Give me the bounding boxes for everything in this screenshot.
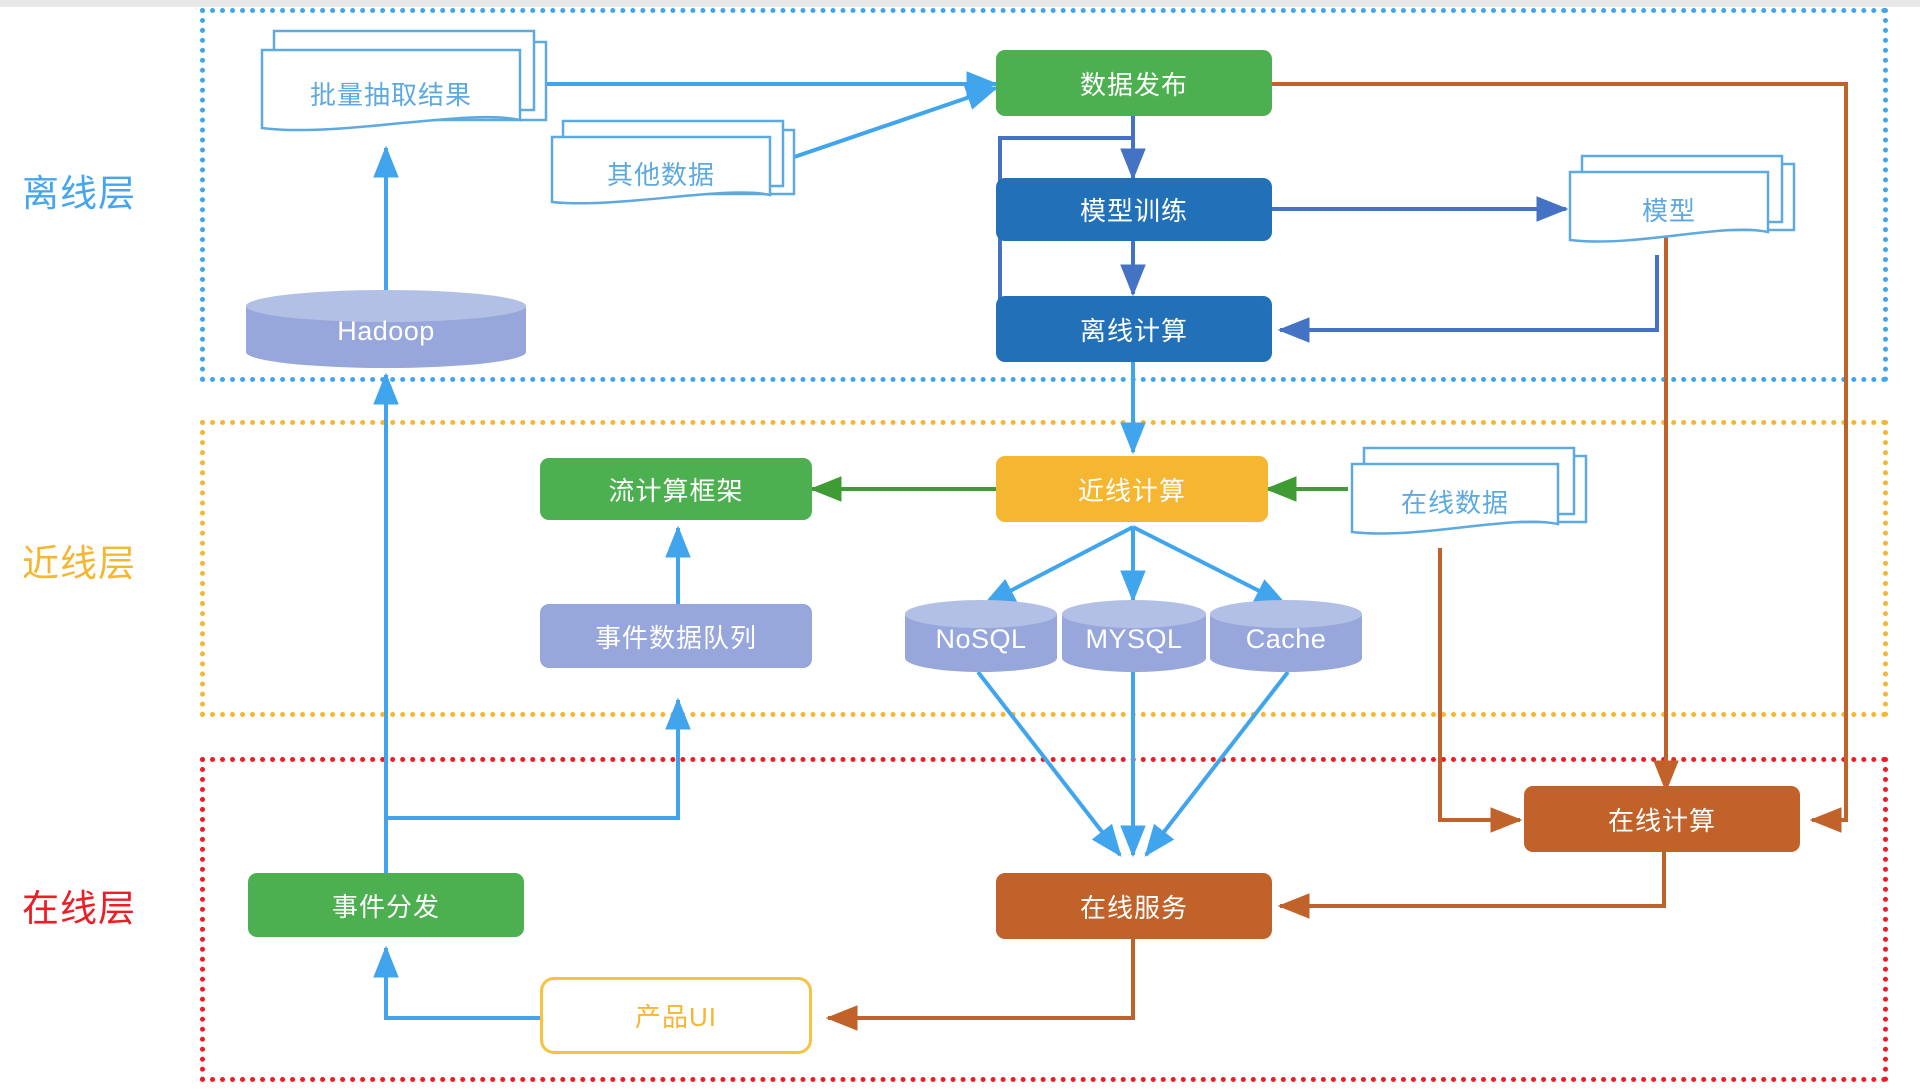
node-online-service[interactable]: 在线服务 xyxy=(996,873,1272,939)
node-batch-extract-result[interactable]: 批量抽取结果 xyxy=(258,20,558,145)
node-label-mysql: MYSQL xyxy=(1085,624,1183,654)
node-label-online-service: 在线服务 xyxy=(1079,892,1188,923)
node-label-stream-framework: 流计算框架 xyxy=(608,475,744,506)
layer-label-nearline: 近线层 xyxy=(22,543,136,584)
node-label-model-training: 模型训练 xyxy=(1079,196,1188,226)
window-chrome-strip xyxy=(0,0,1920,7)
layer-label-online: 在线层 xyxy=(22,888,136,929)
node-label-hadoop: Hadoop xyxy=(337,316,435,346)
node-label-nosql: NoSQL xyxy=(935,624,1027,654)
node-label-batch-extract-result: 批量抽取结果 xyxy=(309,80,472,110)
node-mysql[interactable]: MYSQL xyxy=(1062,600,1206,672)
node-nearline-compute[interactable]: 近线计算 xyxy=(996,456,1268,522)
layer-frame-offline xyxy=(200,8,1888,382)
node-model[interactable]: 模型 xyxy=(1566,148,1806,260)
node-label-nearline-compute: 近线计算 xyxy=(1077,475,1186,506)
node-label-other-data: 其他数据 xyxy=(606,160,715,190)
layer-label-offline: 离线层 xyxy=(22,173,136,214)
node-hadoop[interactable]: Hadoop xyxy=(246,290,526,368)
node-label-data-publish: 数据发布 xyxy=(1079,69,1188,100)
node-label-event-dispatch: 事件分发 xyxy=(331,891,440,922)
node-label-offline-compute: 离线计算 xyxy=(1079,315,1188,346)
node-product-ui[interactable]: 产品UI xyxy=(540,977,812,1054)
node-label-online-data: 在线数据 xyxy=(1400,488,1509,518)
node-label-model: 模型 xyxy=(1641,196,1696,226)
node-label-product-ui: 产品UI xyxy=(634,1002,717,1032)
node-label-online-compute: 在线计算 xyxy=(1607,805,1716,836)
node-nosql[interactable]: NoSQL xyxy=(905,600,1057,672)
node-event-dispatch[interactable]: 事件分发 xyxy=(248,873,524,937)
node-stream-framework[interactable]: 流计算框架 xyxy=(540,458,812,520)
node-online-compute[interactable]: 在线计算 xyxy=(1524,786,1800,852)
node-event-data-queue[interactable]: 事件数据队列 xyxy=(540,604,812,668)
node-label-cache: Cache xyxy=(1245,624,1327,654)
node-cache[interactable]: Cache xyxy=(1210,600,1362,672)
node-other-data[interactable]: 其他数据 xyxy=(548,112,808,217)
node-model-training[interactable]: 模型训练 xyxy=(996,178,1272,241)
node-data-publish[interactable]: 数据发布 xyxy=(996,50,1272,116)
node-online-data[interactable]: 在线数据 xyxy=(1348,440,1598,550)
node-label-event-data-queue: 事件数据队列 xyxy=(594,622,757,653)
node-offline-compute[interactable]: 离线计算 xyxy=(996,296,1272,362)
